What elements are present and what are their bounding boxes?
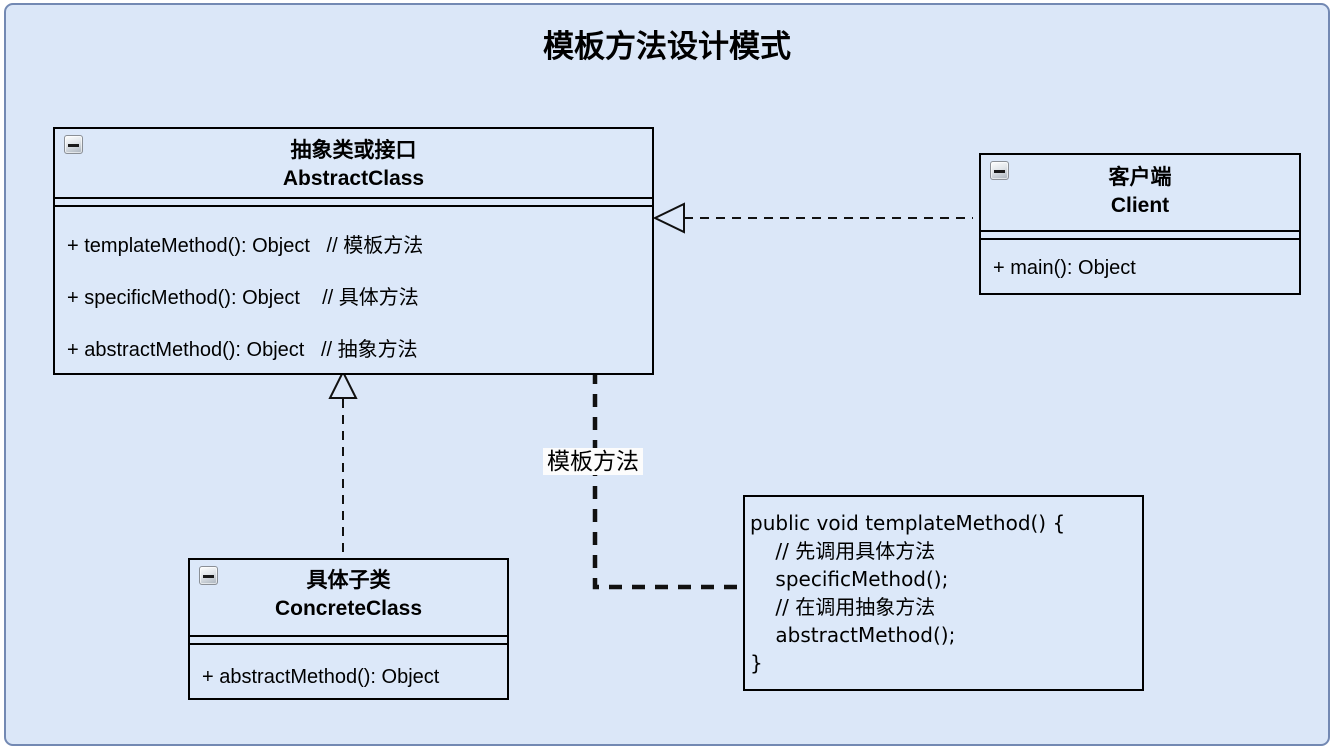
code-line: public void templateMethod() { bbox=[750, 511, 1066, 535]
diagram-frame: 模板方法设计模式 抽象类或接口 AbstractClass + template… bbox=[4, 3, 1330, 746]
code-line: } bbox=[750, 651, 763, 675]
fields-compartment bbox=[981, 232, 1299, 240]
methods-compartment: + abstractMethod(): Object bbox=[190, 645, 507, 698]
class-title-en: AbstractClass bbox=[282, 167, 425, 190]
code-note: public void templateMethod() { // 先调用具体方… bbox=[743, 495, 1144, 691]
method-abstractmethod: + abstractMethod(): Object // 抽象方法 bbox=[67, 338, 418, 361]
code-line: specificMethod(); bbox=[750, 567, 949, 591]
class-box-abstractclass: 抽象类或接口 AbstractClass + templateMethod():… bbox=[53, 127, 654, 375]
class-title-cn: 抽象类或接口 bbox=[290, 139, 417, 162]
class-header-abstractclass: 抽象类或接口 AbstractClass bbox=[55, 129, 652, 200]
minus-glyph bbox=[994, 170, 1005, 173]
methods-compartment: + main(): Object bbox=[981, 240, 1299, 293]
collapse-minus-icon[interactable] bbox=[199, 566, 218, 585]
method-abstractmethod: + abstractMethod(): Object bbox=[202, 665, 440, 688]
class-title-cn: 具体子类 bbox=[306, 569, 391, 592]
edge-label-template-method: 模板方法 bbox=[543, 448, 643, 475]
code-line: // 在调用抽象方法 bbox=[750, 595, 936, 619]
fields-compartment bbox=[190, 637, 507, 645]
method-main: + main(): Object bbox=[993, 256, 1136, 279]
class-header-client: 客户端 Client bbox=[981, 155, 1299, 232]
class-box-concreteclass: 具体子类 ConcreteClass + abstractMethod(): O… bbox=[188, 558, 509, 700]
code-line: // 先调用具体方法 bbox=[750, 539, 936, 563]
code-line: abstractMethod(); bbox=[750, 623, 956, 647]
fields-compartment bbox=[55, 199, 652, 207]
class-box-client: 客户端 Client + main(): Object bbox=[979, 153, 1301, 295]
minus-glyph bbox=[68, 144, 79, 147]
diagram-title: 模板方法设计模式 bbox=[543, 29, 791, 64]
method-templatemethod: + templateMethod(): Object // 模板方法 bbox=[67, 234, 424, 257]
method-specificmethod: + specificMethod(): Object // 具体方法 bbox=[67, 286, 419, 309]
class-title-en: ConcreteClass bbox=[274, 597, 423, 620]
methods-compartment: + templateMethod(): Object // 模板方法 + spe… bbox=[55, 207, 652, 373]
class-title-en: Client bbox=[1110, 194, 1170, 217]
collapse-minus-icon[interactable] bbox=[64, 135, 83, 154]
collapse-minus-icon[interactable] bbox=[990, 161, 1009, 180]
class-header-concreteclass: 具体子类 ConcreteClass bbox=[190, 560, 507, 637]
minus-glyph bbox=[203, 575, 214, 578]
class-title-cn: 客户端 bbox=[1108, 166, 1172, 189]
